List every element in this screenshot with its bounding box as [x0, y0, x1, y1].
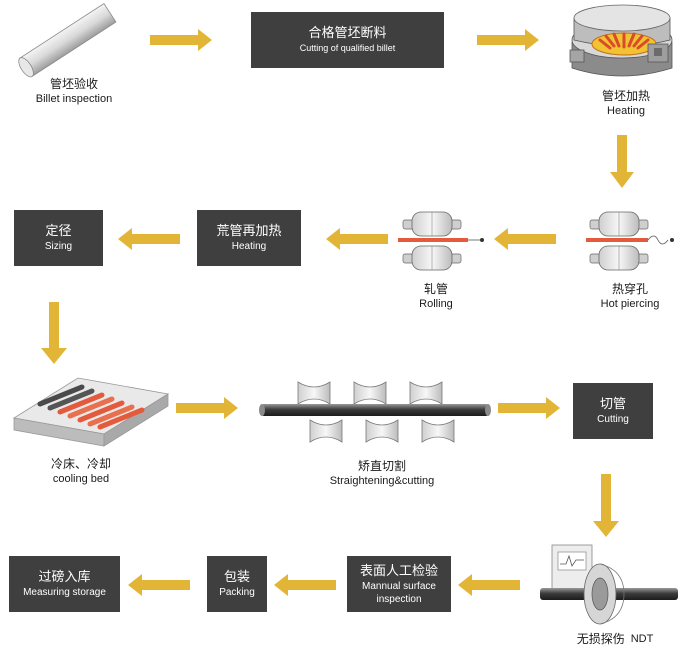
step-sizing: 定径 Sizing [14, 210, 103, 266]
step-label-zh: 矫直切割 [357, 459, 406, 473]
ndt-machine-illustration [540, 544, 678, 625]
piercing-mill-illustration [586, 211, 674, 271]
arrow-down-icon [610, 135, 634, 188]
arrow-left-icon [458, 574, 520, 596]
step-ndt: 无损探伤 NDT [552, 631, 678, 647]
arrow-right-icon [150, 29, 212, 51]
arrow-right-icon [176, 397, 238, 419]
arrow-left-icon [128, 574, 190, 596]
step-label-en: Cutting [597, 414, 629, 425]
step-heating: 管坯加热 Heating [578, 88, 674, 118]
step-label-zh: 管坯加热 [601, 89, 650, 103]
step-label-zh: 包装 [223, 570, 250, 585]
step-label-zh: 表面人工检验 [359, 563, 438, 579]
arrow-right-icon [477, 29, 539, 51]
step-label-en: Hot piercing [600, 298, 660, 310]
step-label-zh: 轧管 [423, 282, 448, 296]
step-packing: 包装 Packing [207, 556, 267, 612]
step-label-zh: 合格管坯断料 [308, 26, 387, 41]
step-label-zh: 无损探伤 [576, 632, 625, 646]
step-label-zh: 荒管再加热 [216, 224, 282, 239]
arrow-left-icon [118, 228, 180, 250]
cooling-bed-illustration [12, 377, 170, 447]
step-label-en: Cutting of qualified billet [299, 43, 396, 53]
arrow-right-icon [498, 397, 560, 419]
billet-illustration [18, 2, 117, 78]
straightening-illustration [259, 381, 491, 443]
step-reheating: 荒管再加热 Heating [197, 210, 301, 266]
step-label-zh: 冷床、冷却 [50, 457, 111, 471]
step-storage: 过磅入库 Measuring storage [9, 556, 120, 612]
step-label-en: Rolling [419, 298, 453, 310]
step-manual-inspection: 表面人工检验 Mannual surface inspection [347, 556, 451, 612]
step-label-en: NDT [630, 633, 654, 645]
arrow-left-icon [326, 228, 388, 250]
furnace-illustration [569, 4, 673, 77]
step-cooling-bed: 冷床、冷却 cooling bed [26, 456, 136, 486]
step-label-en: Mannual surface [362, 580, 436, 592]
step-label-en: Packing [219, 587, 255, 598]
step-straightening: 矫直切割 Straightening&cutting [304, 458, 460, 488]
step-rolling: 轧管 Rolling [396, 281, 476, 311]
step-label-en: Heating [607, 105, 645, 117]
arrow-down-icon [593, 474, 619, 537]
step-label-en: inspection [376, 593, 422, 605]
arrow-left-icon [274, 574, 336, 596]
step-label-zh: 管坯验收 [49, 77, 98, 91]
step-pipe-cutting: 切管 Cutting [573, 383, 653, 439]
step-label-en: cooling bed [52, 473, 110, 485]
arrow-left-icon [494, 228, 556, 250]
flow-arrows [41, 29, 634, 596]
step-label-zh: 热穿孔 [611, 282, 648, 296]
step-label-en: Heating [231, 241, 267, 252]
step-billet-inspection: 管坯验收 Billet inspection [14, 76, 134, 106]
step-label-en: Billet inspection [35, 93, 113, 105]
step-cutting-billet: 合格管坯断料 Cutting of qualified billet [251, 12, 444, 68]
step-hot-piercing: 热穿孔 Hot piercing [582, 281, 678, 311]
rolling-mill-illustration [398, 211, 484, 271]
step-label-en: Measuring storage [23, 587, 106, 598]
step-label-zh: 过磅入库 [38, 570, 91, 585]
step-label-zh: 切管 [599, 397, 626, 412]
arrow-down-icon [41, 302, 67, 364]
step-label-en: Sizing [44, 241, 73, 252]
step-label-zh: 定径 [45, 224, 72, 239]
step-label-en: Straightening&cutting [329, 475, 435, 487]
